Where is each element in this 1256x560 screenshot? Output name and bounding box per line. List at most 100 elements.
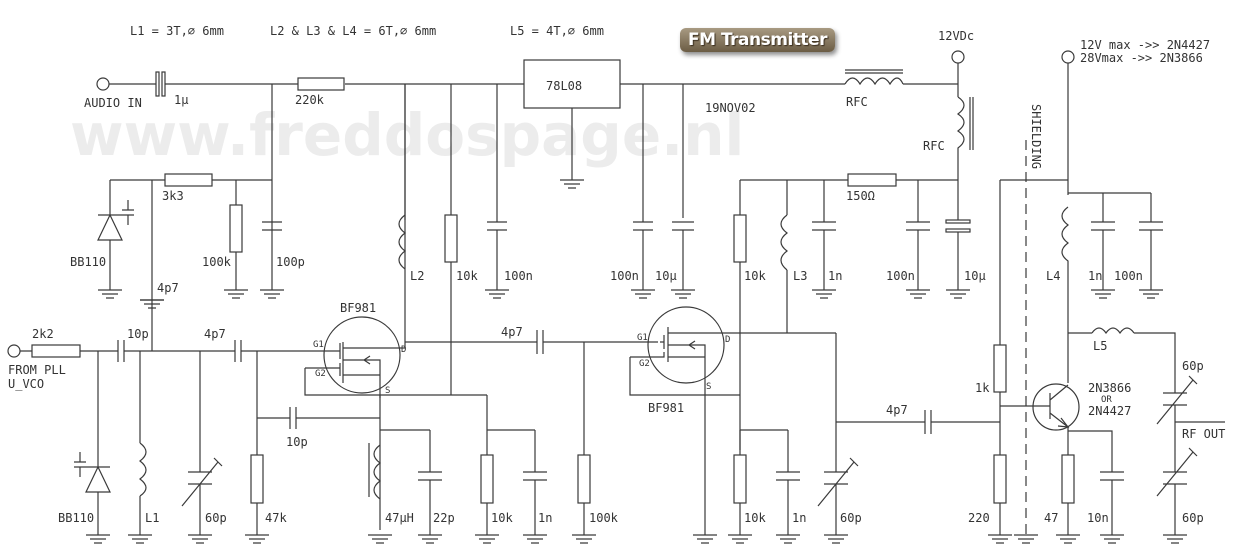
shielding-label: SHIELDING: [1029, 104, 1043, 169]
q2-s: S: [706, 382, 711, 392]
ground-icon: [224, 289, 248, 299]
varactor-bb110-bot: [85, 465, 111, 493]
c-4p7-out-label: 4p7: [886, 403, 908, 417]
l4-label: L4: [1046, 269, 1060, 283]
ground-icon: [728, 534, 752, 544]
q3-label-2: 2N4427: [1088, 404, 1131, 418]
coil-note-3: L5 = 4T,⌀ 6mm: [510, 24, 604, 38]
ground-icon: [485, 289, 509, 299]
resistor-47k: [250, 454, 264, 504]
bb110-top-label: BB110: [70, 255, 106, 269]
r-220-label: 220: [968, 511, 990, 525]
varactor-bb110-top: [97, 213, 123, 241]
c-4p7-vert-label: 4p7: [157, 281, 179, 295]
rf-out-label[interactable]: RF OUT: [1182, 427, 1225, 441]
pll-label-2: U_VCO: [8, 377, 44, 391]
ground-icon: [1139, 289, 1163, 299]
resistor-10k-s2: [733, 454, 747, 504]
r-150-label: 150Ω: [846, 189, 875, 203]
r-3k3-label: 3k3: [162, 189, 184, 203]
q1-d: D: [401, 345, 406, 355]
c-100n-l4-label: 100n: [1114, 269, 1143, 283]
q1-g2: G2: [315, 369, 326, 379]
r-100k-g1b-label: 100k: [589, 511, 619, 525]
r-220k-label: 220k: [295, 93, 325, 107]
l-47uh-label: 47µH: [385, 511, 414, 525]
coil-note-2: L2 & L3 & L4 = 6T,⌀ 6mm: [270, 24, 436, 38]
cap-1u-label: 1µ: [174, 93, 188, 107]
resistor-220: [993, 454, 1007, 504]
ground-icon: [631, 289, 655, 299]
ground-icon: [368, 534, 392, 544]
l3-label: L3: [793, 269, 807, 283]
q3-label-1: 2N3866: [1088, 381, 1131, 395]
q2-d: D: [725, 335, 730, 345]
regulator-label: 78L08: [546, 79, 582, 93]
c-4p7-mid-label: 4p7: [501, 325, 523, 339]
c-60p-out1-label: 60p: [1182, 359, 1204, 373]
supply-12v-label: 12VDc: [938, 29, 974, 43]
ground-icon: [1163, 534, 1187, 544]
r-100k-label: 100k: [202, 255, 232, 269]
q2-label: BF981: [648, 401, 684, 415]
r-10k-b-label: 10k: [744, 269, 766, 283]
resistor-100k-bias: [229, 204, 243, 253]
coil-note-1: L1 = 3T,⌀ 6mm: [130, 24, 224, 38]
q3-label-or: OR: [1101, 395, 1112, 405]
ground-icon: [245, 534, 269, 544]
ground-icon: [1014, 534, 1038, 544]
ground-icon: [188, 534, 212, 544]
c-10p-in-label: 10p: [127, 327, 149, 341]
r-1k-label: 1k: [975, 381, 990, 395]
rfc1-label: RFC: [846, 95, 868, 109]
r-2k2-label: 2k2: [32, 327, 54, 341]
bb110-bot-label: BB110: [58, 511, 94, 525]
inductor-l4: [1061, 206, 1069, 383]
c-10u-150-label: 10µ: [964, 269, 986, 283]
inductor-l2: [398, 214, 406, 270]
title-badge: FM Transmitter: [680, 28, 835, 52]
stage1-oscillator: 2k2 FROM PLL U_VCO 10p 4p7 BB110 L1 60p …: [7, 84, 658, 535]
q2-g1: G1: [637, 333, 648, 343]
supply-note-2: 28Vmax ->> 2N3866: [1080, 51, 1203, 65]
ground-icon: [128, 534, 152, 544]
supply-12v-terminal[interactable]: [951, 50, 965, 64]
ground-icon: [988, 534, 1012, 544]
c-100n-out-label: 100n: [610, 269, 639, 283]
ground-icon: [98, 289, 122, 299]
resistor-10k-s1: [480, 454, 494, 504]
r-10k-s1-label: 10k: [491, 511, 513, 525]
l5-label: L5: [1093, 339, 1107, 353]
resistor-3k3: [164, 173, 213, 187]
ground-icon: [1091, 289, 1115, 299]
regulator-78l08: [523, 59, 621, 109]
ground-icon: [260, 289, 284, 299]
resistor-150: [847, 173, 897, 187]
supply-pa-terminal[interactable]: [1061, 50, 1075, 64]
ground-icon: [693, 534, 717, 544]
stage2-buffer: BF981 G1 G2 D S 10k 1n 60p 4p7: [629, 306, 1000, 535]
c-1n-s2-label: 1n: [792, 511, 806, 525]
l1-label: L1: [145, 511, 159, 525]
ground-icon: [906, 289, 930, 299]
transistor-q3: [1032, 383, 1080, 431]
audio-in-label: AUDIO IN: [84, 96, 142, 110]
c-22p-label: 22p: [433, 511, 455, 525]
q1-s: S: [385, 386, 390, 396]
c-4p7-g1-label: 4p7: [204, 327, 226, 341]
ground-icon: [946, 289, 970, 299]
r-47k-label: 47k: [265, 511, 287, 525]
ground-symbols: [86, 179, 1187, 544]
ground-icon: [418, 534, 442, 544]
audio-in-terminal[interactable]: [96, 77, 110, 91]
r-10k-s2-label: 10k: [744, 511, 766, 525]
r-10k-l2-label: 10k: [456, 269, 478, 283]
c-100n-in-label: 100n: [504, 269, 533, 283]
ground-icon: [560, 179, 584, 189]
ground-icon: [671, 289, 695, 299]
resistor-100k-g1b: [577, 454, 591, 504]
pll-input-terminal[interactable]: [7, 344, 21, 358]
ground-icon: [776, 534, 800, 544]
